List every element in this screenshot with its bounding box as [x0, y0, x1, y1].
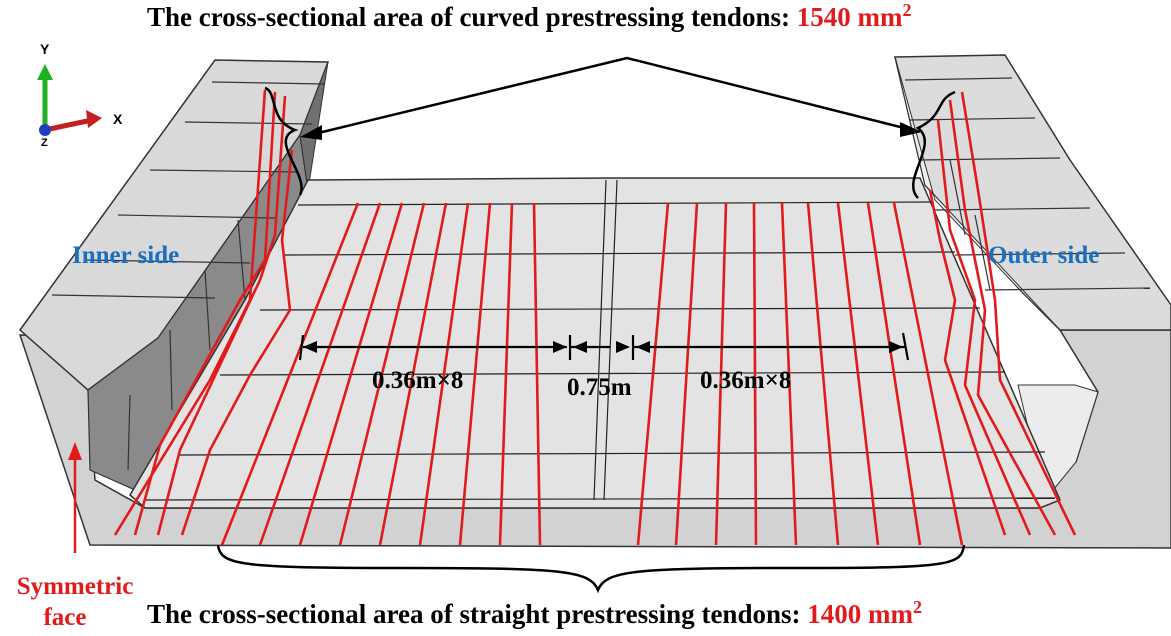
axis-triad — [37, 64, 102, 136]
tendon-line — [892, 202, 964, 546]
tendon-line — [532, 202, 542, 546]
tendon-line — [780, 202, 798, 546]
tendon-line — [836, 202, 880, 546]
dimension-arrowheads — [303, 341, 903, 353]
dim-center-gap: 0.75m — [567, 374, 632, 401]
tendon-line — [498, 202, 514, 546]
tendon-line — [258, 202, 382, 546]
axis-x-label: X — [113, 111, 123, 127]
tendon-line — [636, 202, 670, 546]
tendon-line — [220, 202, 360, 546]
bottom-title-text: The cross-sectional area of straight pre… — [147, 599, 808, 629]
brace-left — [264, 86, 303, 196]
top-title-text: The cross-sectional area of curved prest… — [147, 2, 797, 32]
tendon-line — [866, 202, 922, 546]
tendon-line — [113, 89, 267, 536]
top-title-value: 1540 — [796, 2, 851, 32]
dim-left-spacing: 0.36m×8 — [372, 367, 464, 394]
tendon-line — [338, 202, 426, 546]
brace-right — [911, 90, 956, 199]
brace-bottom — [216, 544, 966, 594]
prestressing-tendons — [113, 89, 1077, 546]
outer-side-label: Outer side — [988, 242, 1100, 269]
tendon-line — [298, 202, 404, 546]
tendon-line — [378, 202, 448, 546]
right-beam-blocks — [904, 77, 1151, 291]
symmetric-face-line1: Symmetric — [16, 573, 134, 600]
tendon-line — [674, 202, 699, 546]
arrowhead-left — [300, 125, 322, 140]
tendon-line — [960, 91, 1077, 536]
tendon-line — [752, 202, 758, 546]
arrowhead-right — [900, 122, 922, 137]
bottom-title: The cross-sectional area of straight pre… — [147, 598, 922, 629]
tendon-line — [180, 149, 294, 536]
top-title: The cross-sectional area of curved prest… — [147, 1, 911, 32]
top-title-unit: mm — [857, 2, 903, 32]
bottom-title-unit: mm — [867, 599, 913, 629]
tendon-line — [806, 202, 840, 546]
tendon-line — [418, 202, 470, 546]
tendon-line — [156, 95, 287, 536]
tendon-line — [458, 202, 492, 546]
left-beam-inner-upper — [299, 61, 329, 191]
right-beam-inner-face — [894, 56, 1061, 331]
tendon-line — [936, 119, 1032, 536]
tendon-line — [948, 99, 1057, 536]
callout-arrows-top — [309, 56, 913, 137]
tendon-line — [928, 189, 1007, 536]
top-title-exp: 2 — [902, 0, 912, 20]
dim-right-spacing: 0.36m×8 — [700, 367, 792, 394]
symmetric-face-label: Symmetric face — [0, 571, 150, 634]
tendon-line — [714, 202, 728, 546]
bottom-title-exp: 2 — [912, 597, 922, 617]
axis-y-label: Y — [40, 41, 50, 57]
symmetric-face-arrowhead — [68, 442, 82, 460]
tendon-line — [133, 91, 277, 536]
symmetric-face-line2: face — [43, 604, 87, 632]
bottom-title-value: 1400 — [807, 599, 862, 629]
inner-side-label: Inner side — [72, 242, 180, 269]
axis-z-label: Z — [41, 137, 48, 149]
dimension-lines — [298, 332, 910, 361]
left-beam-blocks — [51, 81, 326, 471]
